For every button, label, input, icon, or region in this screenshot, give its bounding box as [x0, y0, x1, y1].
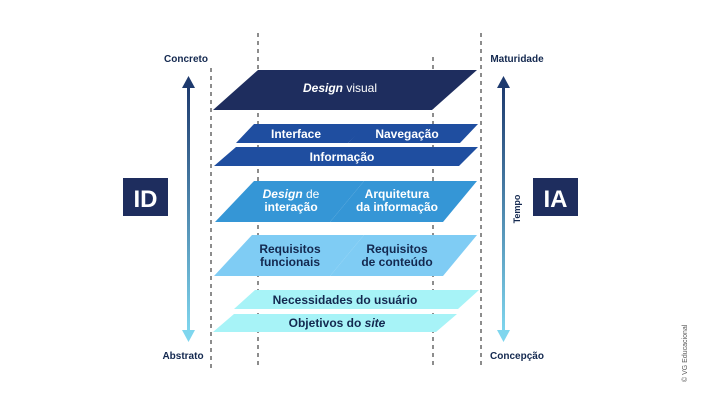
layer-informacao-label: Informação — [310, 150, 375, 164]
layer-navegacao-label: Navegação — [375, 127, 438, 141]
layer-objetivos — [213, 314, 457, 332]
right-axis-side-label: Tempo — [512, 194, 522, 223]
layer-req-conteudo — [330, 235, 477, 276]
layer-objetivos-label: Objetivos do site — [289, 316, 386, 330]
layer-design-visual-label: Design visual — [303, 81, 377, 95]
ia-badge-label: IA — [544, 186, 568, 213]
layer-design-interacao-line1: Design de — [263, 187, 320, 201]
right-axis-bottom-label: Concepção — [490, 351, 544, 362]
layer-arquitetura-line1: Arquitetura — [365, 187, 430, 201]
layer-req-conteudo-line1: Requisitos — [366, 242, 428, 256]
layer-req-funcionais-line2: funcionais — [260, 255, 320, 269]
layer-interface — [236, 124, 367, 143]
layer-informacao — [214, 147, 478, 166]
left-axis-top-label: Concreto — [164, 54, 208, 65]
right-axis-top-label: Maturidade — [490, 54, 544, 65]
layer-req-funcionais-line1: Requisitos — [259, 242, 321, 256]
layer-req-conteudo-line2: de conteúdo — [361, 255, 432, 269]
credit-text: © VG Educacional — [682, 324, 689, 382]
layer-navegacao — [348, 124, 478, 143]
layer-necessidades-label: Necessidades do usuário — [273, 293, 418, 307]
left-axis-arrow — [182, 76, 195, 342]
ia-badge — [533, 178, 578, 216]
layer-design-interacao — [215, 181, 364, 222]
layer-design-interacao-line2: interação — [264, 200, 317, 214]
layer-interface-label: Interface — [271, 127, 321, 141]
right-axis-arrow — [497, 76, 510, 342]
layer-arquitetura-line2: da informação — [356, 200, 438, 214]
id-badge-label: ID — [134, 186, 158, 213]
id-badge — [123, 178, 168, 216]
layer-arquitetura — [330, 181, 477, 222]
layer-necessidades — [234, 290, 479, 309]
left-axis-bottom-label: Abstrato — [162, 351, 203, 362]
layer-design-visual — [213, 70, 477, 110]
layer-req-funcionais — [214, 235, 364, 276]
